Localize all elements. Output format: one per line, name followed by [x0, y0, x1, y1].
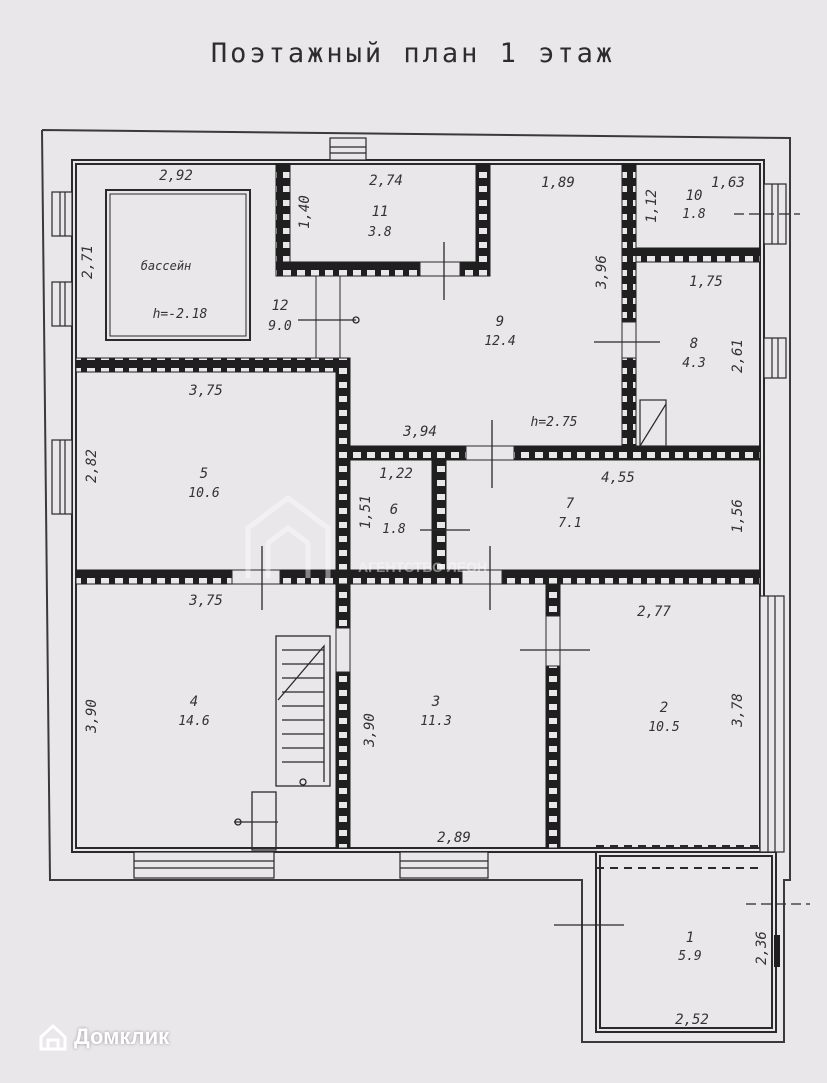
plan-title: Поэтажный план 1 этаж: [211, 38, 615, 69]
svg-text:11.3: 11.3: [420, 714, 451, 729]
dim-label: 1,22: [379, 466, 413, 482]
window-top: [329, 137, 367, 161]
room9-height: h=2.75: [531, 415, 578, 430]
room-3-label: 311.3: [420, 694, 451, 729]
dim-label: 2,52: [675, 1012, 709, 1028]
house-icon: [39, 1023, 67, 1051]
dim-label: 4,55: [601, 470, 635, 486]
room-labels: 15.9 210.5 311.3 414.6 510.6 61.8 77.1 8…: [178, 188, 706, 964]
windows: [51, 137, 787, 879]
dim-label: 2,89: [437, 830, 471, 846]
door-markers: [261, 213, 810, 926]
room-2-label: 210.5: [648, 700, 679, 735]
room-9-label: 912.4: [484, 314, 515, 349]
room1-wall-mark: [774, 935, 780, 967]
svg-text:1: 1: [686, 930, 694, 946]
dim-label: 2,92: [159, 168, 193, 184]
pool-inner: [109, 193, 247, 337]
svg-text:10.6: 10.6: [188, 486, 219, 501]
svg-text:5: 5: [200, 466, 208, 482]
dim-label: 3,94: [402, 424, 437, 440]
room-8-label: 84.3: [682, 336, 705, 371]
svg-text:1.8: 1.8: [682, 207, 706, 222]
dim-label: 2,77: [637, 604, 671, 620]
dim-label: 1,63: [711, 175, 745, 191]
dim-label: 3,96: [594, 255, 610, 290]
dim-label: 1,51: [358, 495, 374, 529]
dim-label: 3,78: [730, 693, 746, 728]
svg-text:11: 11: [372, 204, 389, 220]
dim-label: 1,89: [541, 175, 575, 191]
dim-label: 3,90: [84, 699, 100, 734]
room-5-label: 510.6: [188, 466, 219, 501]
brand-name: Домклик: [74, 1024, 170, 1049]
svg-text:12.4: 12.4: [484, 334, 515, 349]
svg-text:3.8: 3.8: [367, 225, 392, 240]
room-11-label: 113.8: [367, 204, 392, 240]
svg-text:4.3: 4.3: [682, 356, 705, 371]
dim-label: 2,36: [754, 931, 770, 965]
dim-label: 1,56: [730, 499, 746, 533]
dim-label: 2,71: [80, 245, 96, 279]
window-right-2: [763, 337, 787, 379]
dim-label: 1,40: [297, 195, 313, 229]
window-left-2: [51, 281, 73, 327]
svg-text:10: 10: [686, 188, 703, 204]
dim-label: 1,75: [689, 274, 723, 290]
small-stair-room-8: [639, 399, 667, 447]
svg-text:9.0: 9.0: [268, 319, 292, 334]
pool-depth: h=-2.18: [153, 307, 208, 322]
dim-label: 1,12: [644, 189, 660, 223]
outer-frame: [41, 129, 791, 1043]
brand-logo: Домклик: [38, 1022, 169, 1052]
room-6-label: 61.8: [382, 502, 406, 537]
svg-text:7.1: 7.1: [558, 516, 581, 531]
dim-label: 2,61: [730, 339, 746, 373]
svg-text:1.8: 1.8: [382, 522, 406, 537]
window-right-3: [759, 595, 785, 853]
svg-text:10.5: 10.5: [648, 720, 679, 735]
window-bottom-1: [133, 851, 275, 879]
dim-label: 2,74: [369, 173, 403, 189]
room-10-label: 101.8: [682, 188, 706, 222]
dim-label: 3,75: [188, 593, 223, 609]
svg-text:14.6: 14.6: [178, 714, 209, 729]
staircase: [234, 635, 331, 851]
svg-text:7: 7: [566, 496, 575, 512]
svg-text:12: 12: [272, 298, 289, 314]
window-left-3: [51, 439, 73, 515]
window-left-1: [51, 191, 73, 237]
svg-text:3: 3: [431, 694, 440, 710]
svg-text:6: 6: [390, 502, 398, 518]
window-bottom-2: [399, 851, 489, 879]
door-openings: [231, 261, 637, 673]
dim-label: 3,90: [362, 713, 378, 748]
room-12-label: 129.0: [268, 298, 292, 334]
pool-label: бассейн: [141, 259, 192, 273]
svg-text:4: 4: [190, 694, 198, 710]
room-4-label: 414.6: [178, 694, 209, 729]
room-7-label: 77.1: [558, 496, 581, 531]
svg-text:8: 8: [690, 336, 698, 352]
dim-label: 2,82: [84, 449, 100, 483]
dim-label: 3,75: [188, 383, 223, 399]
svg-text:5.9: 5.9: [678, 949, 701, 964]
svg-text:9: 9: [496, 314, 504, 330]
pool-outline: [105, 189, 251, 341]
dimension-labels: 2,92 2,74 1,89 1,12 1,63 1,40 2,71 3,96 …: [80, 168, 770, 1028]
room-1-label: 15.9: [678, 930, 701, 964]
svg-text:2: 2: [660, 700, 668, 716]
